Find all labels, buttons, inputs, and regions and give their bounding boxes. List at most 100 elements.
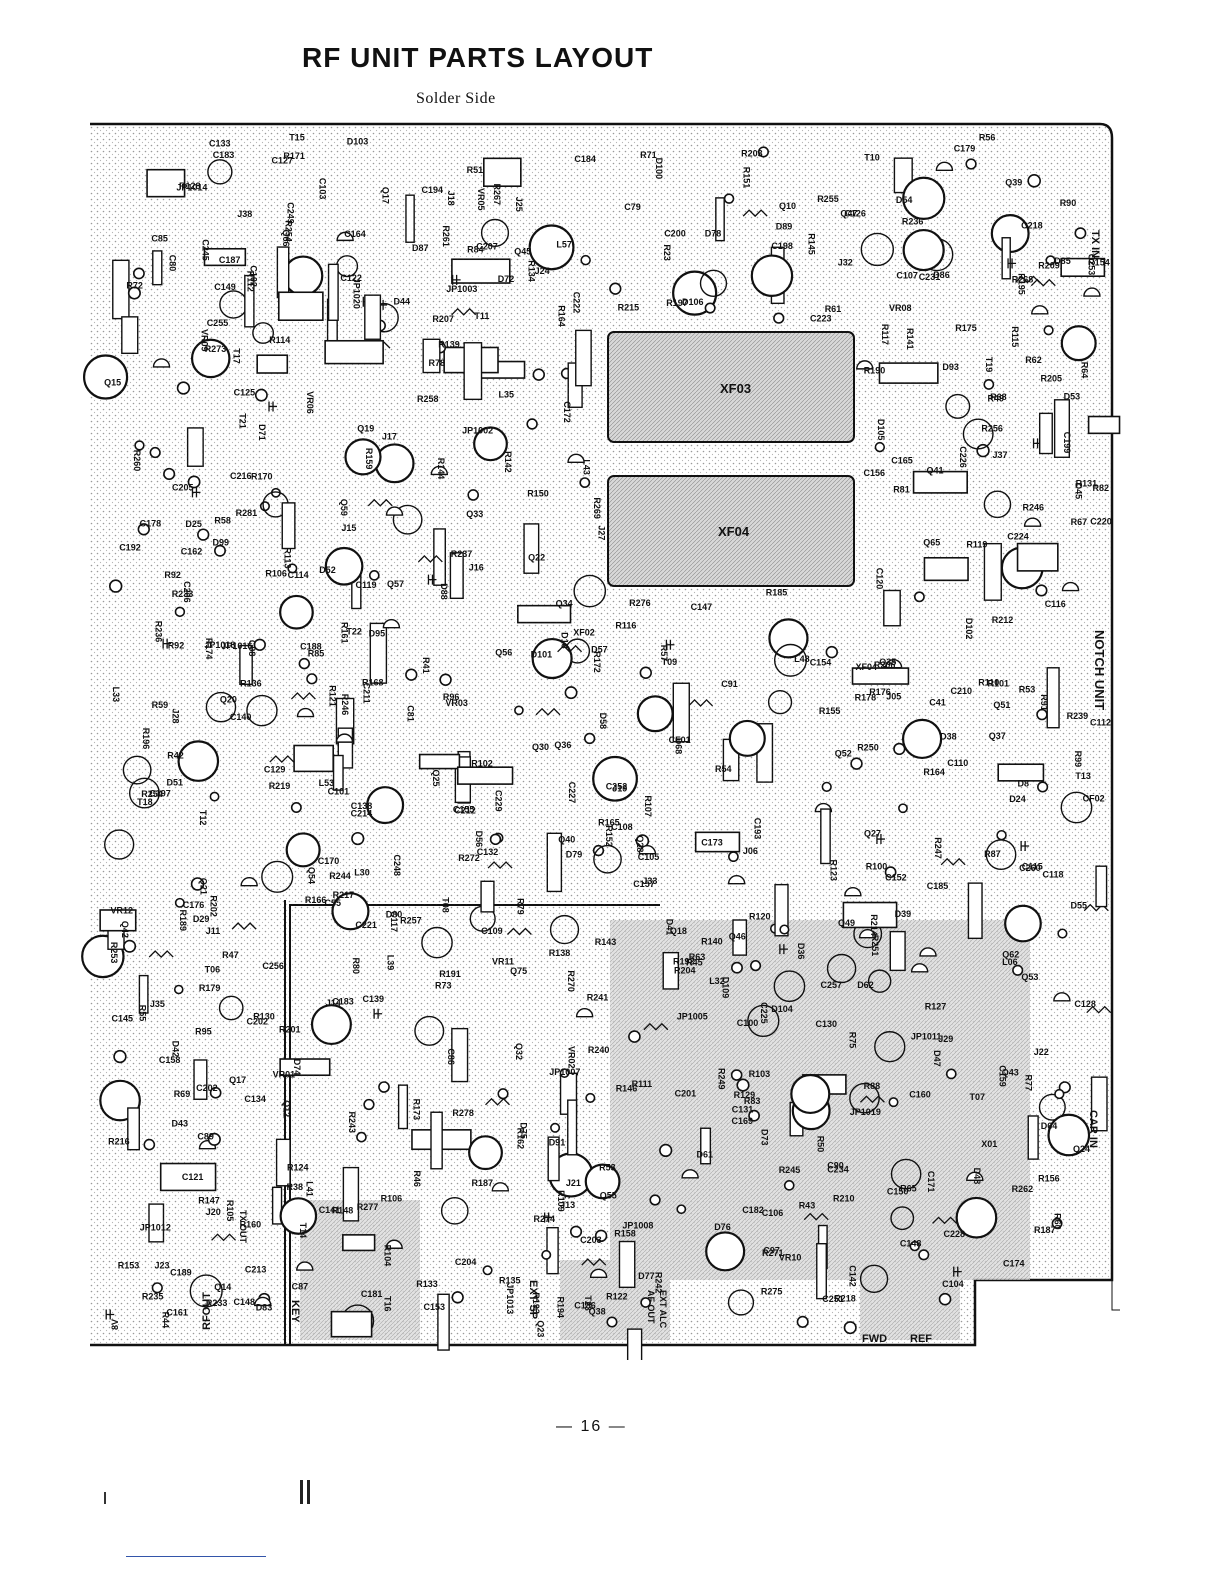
component-designator: D72 [498, 274, 515, 284]
component-designator: R115 [1010, 326, 1020, 347]
component-designator: C105 [638, 852, 660, 862]
component-designator: R136 [240, 679, 262, 689]
component-designator: R90 [1060, 198, 1077, 208]
pcb-component [148, 950, 174, 959]
component-designator: R152 [604, 825, 614, 847]
component-designator: D102 [964, 618, 974, 640]
component-designator: C153 [424, 1302, 446, 1312]
tx-out-label: TX OUT [238, 1210, 248, 1244]
pcb-component [932, 1216, 958, 1225]
component-designator: Q32 [514, 1043, 524, 1060]
pcb-component [456, 766, 514, 785]
component-designator: R164 [557, 305, 567, 327]
pcb-component [514, 705, 524, 716]
component-designator: R79 [516, 898, 526, 915]
filter-xf04: XF04 [607, 475, 855, 587]
pcb-component [437, 1293, 450, 1351]
component-designator: C79 [624, 202, 641, 212]
pcb-component [306, 673, 318, 685]
pcb-component [727, 875, 746, 885]
component-designator: C130 [816, 1019, 838, 1029]
component-designator: D91 [549, 1138, 566, 1148]
component-designator: R23 [662, 244, 672, 261]
pcb-component [259, 501, 270, 512]
pcb-component [783, 1180, 795, 1191]
pcb-component [418, 753, 461, 770]
component-designator: C183 [213, 150, 235, 160]
component-designator: C112 [1090, 718, 1111, 728]
component-designator: R85 [308, 649, 325, 659]
component-designator: R101 [988, 678, 1010, 688]
component-designator: R178 [855, 693, 877, 703]
pcb-component [174, 897, 185, 908]
pcb-component [385, 1239, 403, 1249]
component-designator: D68 [673, 738, 683, 755]
component-designator: R117 [880, 324, 890, 345]
pcb-component [1007, 258, 1017, 269]
component-designator: R131 [1076, 478, 1098, 488]
component-designator: C97 [763, 1245, 780, 1255]
pcb-component [246, 694, 278, 727]
component-designator: R62 [1025, 355, 1042, 365]
component-designator: R239 [1067, 711, 1089, 721]
component-designator: Q28 [635, 835, 645, 852]
component-designator: R110 [978, 677, 999, 687]
component-designator: R87 [984, 849, 1001, 859]
pcb-component [638, 845, 657, 855]
pcb-component [152, 250, 163, 286]
component-designator: C181 [361, 1289, 383, 1299]
component-designator: R172 [592, 651, 602, 673]
component-designator: Q18 [670, 926, 687, 936]
component-designator: R88 [864, 1081, 881, 1091]
pcb-component [287, 563, 298, 574]
component-designator: R95 [195, 1027, 212, 1037]
pcb-component [203, 247, 247, 267]
component-designator: C231 [919, 272, 941, 282]
pcb-component [1054, 1088, 1065, 1100]
component-designator: Q14 [214, 1282, 231, 1292]
component-designator: T06 [205, 965, 221, 975]
component-designator: D62 [857, 980, 874, 990]
component-designator: C116 [1045, 599, 1066, 609]
xf03-label: XF03 [720, 381, 751, 396]
pcb-component [609, 282, 622, 295]
pcb-component [573, 574, 607, 608]
component-designator: JP1020 [352, 278, 362, 309]
pcb-component [1053, 992, 1071, 1002]
pcb-component [856, 360, 874, 370]
component-designator: T12 [198, 810, 208, 826]
component-designator: J06 [743, 846, 758, 856]
component-designator: JP1019 [850, 1107, 881, 1117]
component-designator: R247 [933, 837, 943, 859]
component-designator: Q40 [558, 835, 575, 845]
component-designator: R246 [340, 694, 350, 716]
component-designator: T14 [298, 1223, 308, 1239]
component-designator: D95 [369, 628, 386, 638]
component-designator: L53 [319, 778, 335, 788]
component-designator: D47 [932, 1050, 942, 1067]
component-designator: R147 [198, 1196, 220, 1206]
pcb-component [261, 860, 294, 893]
pcb-component [983, 542, 1002, 601]
component-designator: R272 [458, 853, 480, 863]
pcb-component [1023, 517, 1042, 527]
pcb-component [218, 995, 244, 1021]
pcb-component [1027, 1115, 1039, 1160]
pcb-component [99, 909, 137, 932]
component-designator: C159 [997, 1065, 1007, 1087]
pcb-component [271, 1186, 283, 1225]
pcb-component [953, 1266, 962, 1277]
pcb-component [526, 418, 538, 430]
component-designator: R268 [1012, 275, 1034, 285]
component-designator: D8 [1018, 778, 1030, 788]
component-designator: C162 [181, 546, 203, 556]
pcb-component [344, 438, 382, 476]
pcb-component [844, 887, 862, 897]
pcb-component [151, 1282, 163, 1294]
pcb-component [910, 963, 929, 973]
component-designator: L43 [581, 459, 591, 475]
pcb-component [327, 263, 339, 321]
component-designator: C158 [159, 1055, 181, 1065]
pcb-component [205, 691, 237, 723]
component-designator: C202 [247, 1017, 269, 1027]
